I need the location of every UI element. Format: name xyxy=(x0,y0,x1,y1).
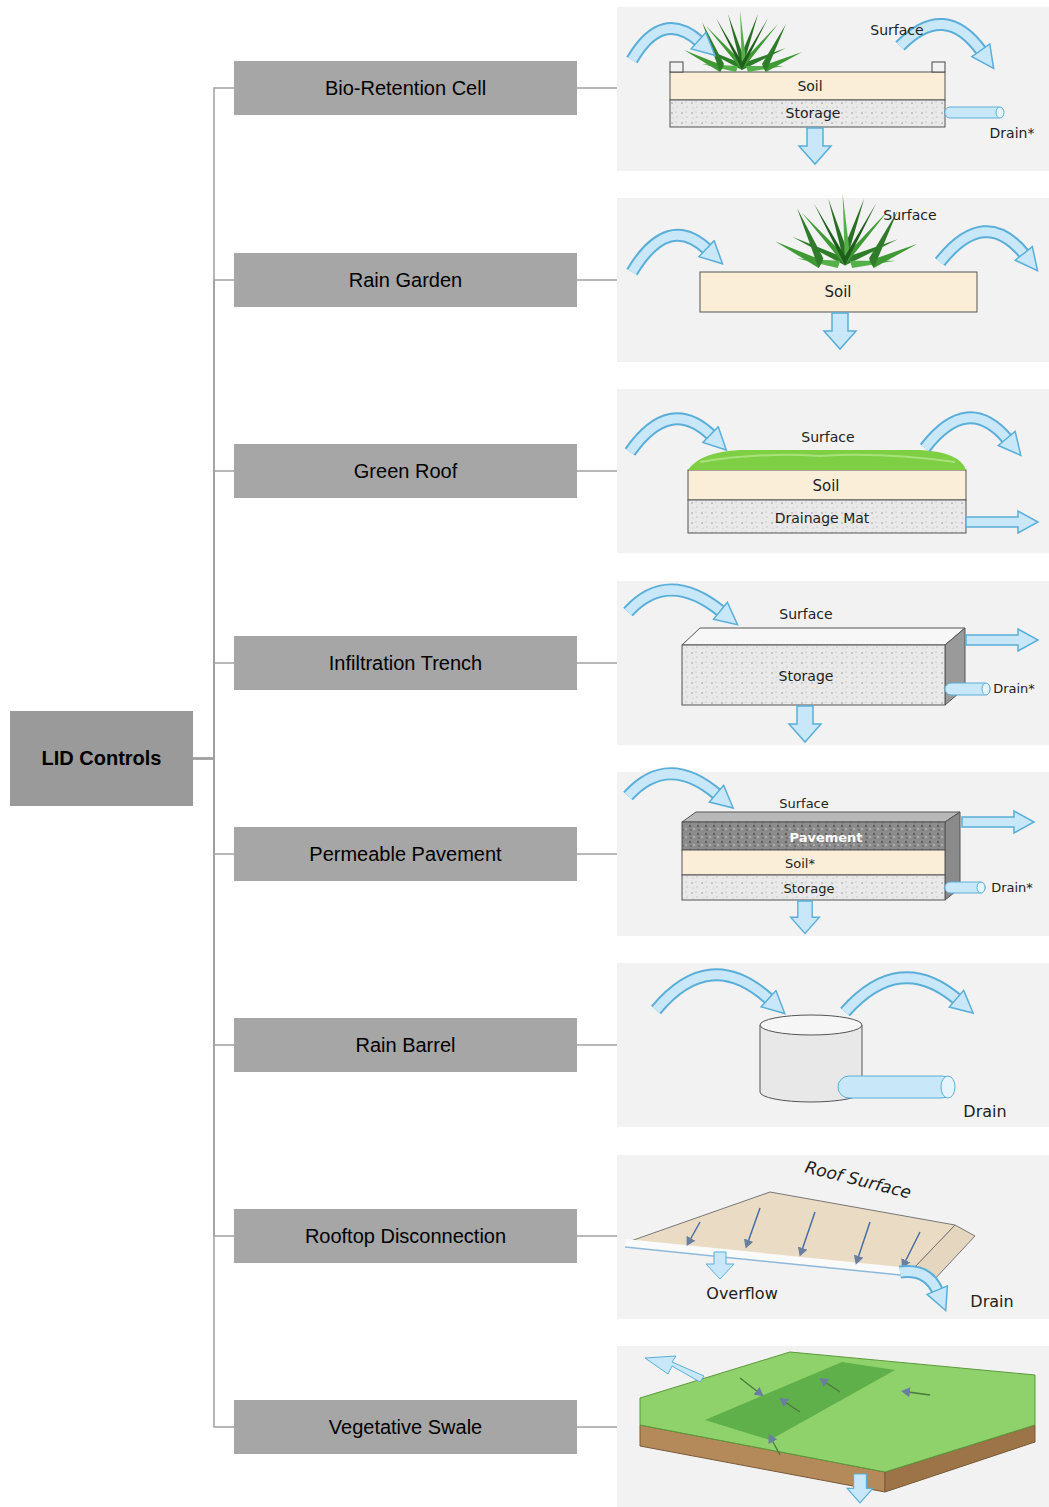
rain-garden-illustration xyxy=(632,194,1025,349)
part-label: Soil xyxy=(797,79,822,93)
permeable-pavement-illustration xyxy=(628,774,1034,934)
node-label: LID Controls xyxy=(42,747,162,770)
category-box: Permeable Pavement xyxy=(234,827,577,881)
rain-barrel-illustration xyxy=(656,975,958,1102)
node-label: Infiltration Trench xyxy=(329,652,482,675)
node-label: Rooftop Disconnection xyxy=(305,1225,506,1248)
part-label: Surface xyxy=(779,797,829,810)
part-label: Surface xyxy=(883,208,936,222)
category-box: Vegetative Swale xyxy=(234,1400,577,1454)
part-label: Drain* xyxy=(993,682,1035,695)
category-box: Green Roof xyxy=(234,444,577,498)
part-label: Drain* xyxy=(991,881,1033,894)
node-label: Vegetative Swale xyxy=(329,1416,482,1439)
root-box: LID Controls xyxy=(10,711,193,806)
node-label: Rain Barrel xyxy=(355,1034,455,1057)
green-roof-illustration xyxy=(630,418,1038,533)
category-box: Infiltration Trench xyxy=(234,636,577,690)
bio-retention-illustration xyxy=(632,10,1004,164)
part-label: Drain xyxy=(970,1294,1013,1310)
node-label: Rain Garden xyxy=(349,269,462,292)
tree-connector xyxy=(193,663,234,759)
part-label: Drainage Mat xyxy=(775,511,870,525)
tree-connector xyxy=(193,88,234,759)
tree-connector xyxy=(193,280,234,759)
illustration-panel xyxy=(617,7,1049,1507)
part-label: Surface xyxy=(779,607,832,621)
tree-connector xyxy=(193,759,234,1428)
part-label: Storage xyxy=(786,106,841,120)
node-label: Bio-Retention Cell xyxy=(325,77,486,100)
part-label: Soil* xyxy=(785,857,815,870)
leader-line xyxy=(577,88,617,1427)
rooftop-illustration xyxy=(625,1192,975,1292)
part-label: Pavement xyxy=(789,831,862,844)
part-label: Soil xyxy=(824,285,851,300)
part-label: Storage xyxy=(779,669,834,683)
category-box: Rain Garden xyxy=(234,253,577,307)
infiltration-trench-illustration xyxy=(628,590,1038,742)
node-label: Permeable Pavement xyxy=(309,843,501,866)
part-label: Storage xyxy=(784,882,835,895)
part-label: Overflow xyxy=(706,1286,777,1302)
part-label: Surface xyxy=(870,23,923,37)
part-label: Soil xyxy=(812,479,839,494)
part-label: Drain xyxy=(963,1104,1006,1120)
part-label: Drain* xyxy=(990,126,1035,140)
category-box: Rain Barrel xyxy=(234,1018,577,1072)
swale-illustration xyxy=(640,1352,1035,1503)
part-label: Surface xyxy=(801,430,854,444)
category-box: Rooftop Disconnection xyxy=(234,1209,577,1263)
tree-connector xyxy=(193,471,234,759)
category-box: Bio-Retention Cell xyxy=(234,61,577,115)
node-label: Green Roof xyxy=(354,460,457,483)
